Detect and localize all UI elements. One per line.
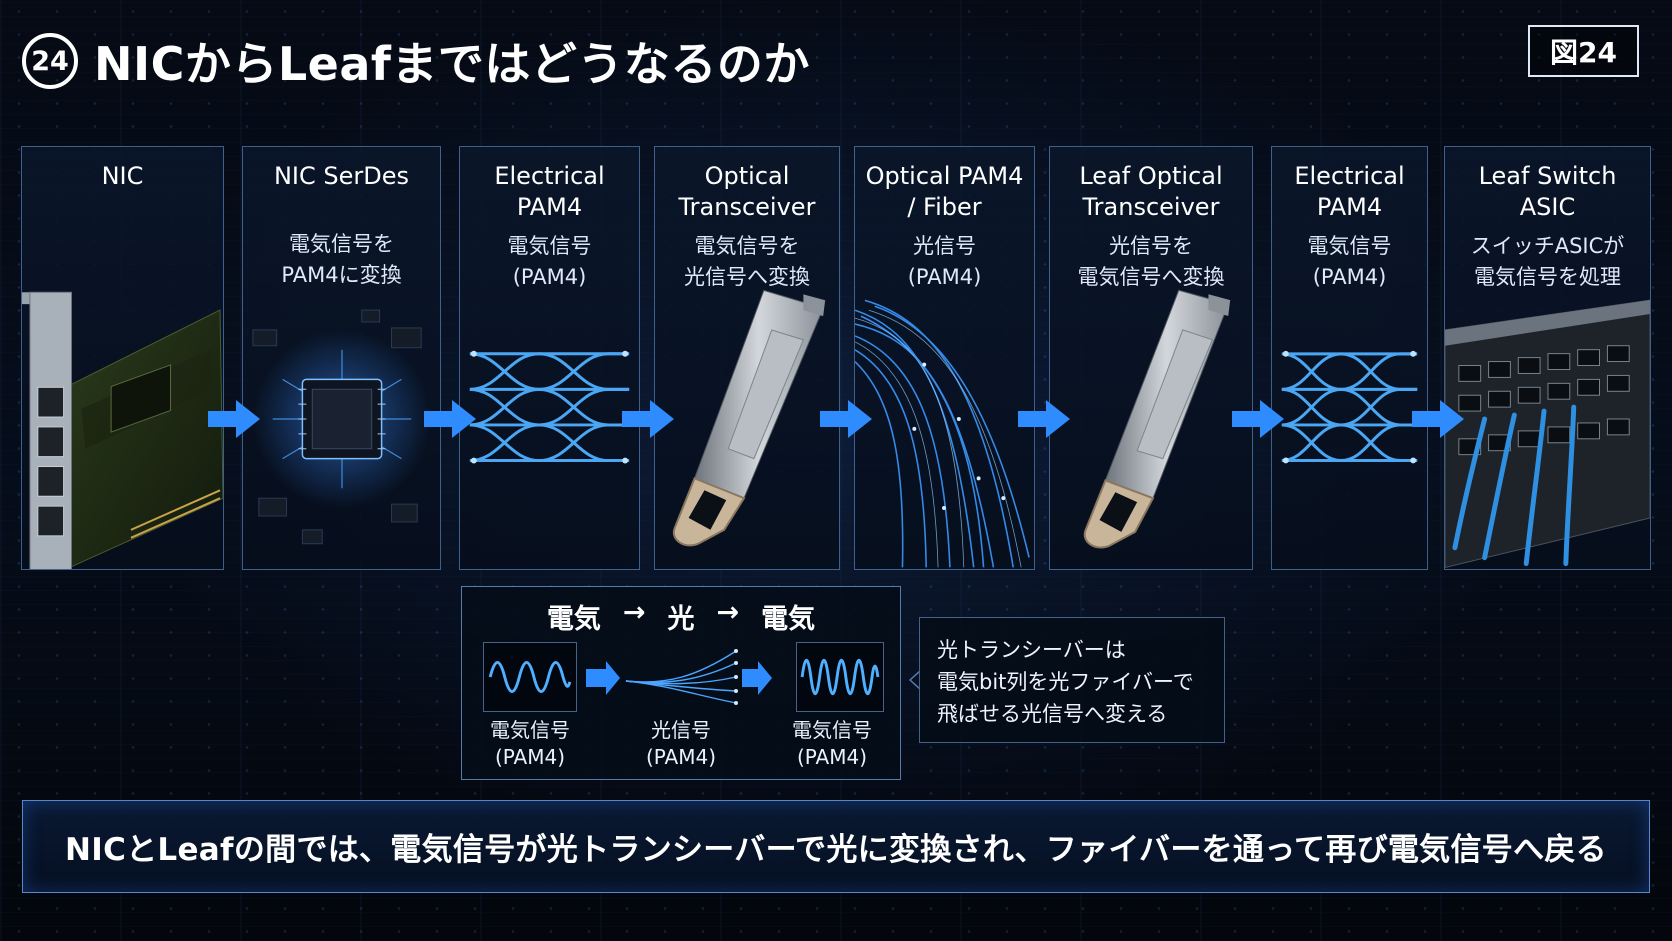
note-line: 電気bit列を光ファイバーで (937, 670, 1194, 694)
stage-title-line: ASIC (1519, 193, 1576, 221)
conversion-label-line: 電気信号 (792, 718, 872, 742)
nic-card-icon (22, 269, 223, 569)
arrow-right-icon (208, 398, 260, 440)
conversion-label-optical: 光信号 (PAM4) (616, 717, 746, 771)
stage-title-line: Transceiver (678, 193, 816, 221)
fiber-bundle-icon (855, 269, 1034, 569)
arrow-right-icon (424, 398, 476, 440)
stage-title: Electrical PAM4 (1272, 161, 1427, 223)
stage-desc: 電気信号を PAM4に変換 (243, 229, 440, 291)
stage-desc-line: PAM4に変換 (281, 263, 402, 287)
stage-title: Optical PAM4 / Fiber (855, 161, 1034, 223)
stage-title: Electrical PAM4 (460, 161, 639, 223)
summary-banner: NICとLeafの間では、電気信号が光トランシーバーで光に変換され、ファイバーを… (22, 800, 1650, 893)
arrow-right-icon (1232, 398, 1284, 440)
stage-desc: 電気信号 (PAM4) (1272, 231, 1427, 293)
page-title: 24 NICからLeafまではどうなるのか (22, 26, 810, 96)
fiber-conversion-icon (586, 641, 776, 715)
stage-title-line: Transceiver (1082, 193, 1220, 221)
title-text: NICからLeafまではどうなるのか (94, 37, 810, 91)
stage-desc-line: 光信号を (1109, 234, 1193, 258)
stage-title-line: Electrical (1294, 162, 1405, 190)
stage-leaf-optical-transceiver: Leaf Optical Transceiver 光信号を 電気信号へ変換 (1049, 146, 1253, 570)
conversion-label-electrical: 電気信号 (PAM4) (465, 717, 595, 771)
switch-ports-icon (1445, 269, 1650, 569)
stage-title: Optical Transceiver (655, 161, 839, 223)
transceiver-icon (655, 269, 839, 569)
arrow-right-icon (622, 398, 674, 440)
stage-desc: 光信号 (PAM4) (855, 231, 1034, 293)
figure-label: 図24 (1528, 25, 1639, 77)
stage-leaf-switch-asic: Leaf Switch ASIC スイッチASICが 電気信号を処理 (1444, 146, 1651, 570)
stage-optical-transceiver: Optical Transceiver 電気信号を 光信号へ変換 (654, 146, 840, 570)
note-line: 光トランシーバーは (937, 638, 1126, 662)
stage-title-line: Optical (704, 162, 790, 190)
note-box: 光トランシーバーは 電気bit列を光ファイバーで 飛ばせる光信号へ変える (919, 617, 1225, 743)
stage-title-line: PAM4 (516, 193, 583, 221)
electrical-wave-icon (796, 642, 884, 712)
conversion-heading-part: 電気 (761, 604, 816, 635)
transceiver-icon (1050, 269, 1252, 569)
conversion-box: 電気 → 光 → 電気 (461, 586, 901, 780)
title-number-badge: 24 (22, 33, 78, 89)
callout-pointer (908, 671, 920, 689)
arrow-right-icon (1412, 398, 1464, 440)
stage-title: Leaf Switch ASIC (1445, 161, 1650, 223)
stage-title-line: NIC SerDes (273, 162, 410, 190)
stage-desc-line: スイッチASICが (1470, 234, 1625, 258)
stage-optical-pam4-fiber: Optical PAM4 / Fiber 光信号 (PAM4) (854, 146, 1035, 570)
stage-desc-line: 電気信号へ変換 (1077, 265, 1225, 289)
stage-nic: NIC (21, 146, 224, 570)
stage-desc-line: 光信号 (913, 234, 976, 258)
stage-nic-serdes: NIC SerDes 電気信号を PAM4に変換 (242, 146, 441, 570)
stage-desc-line: 電気信号を処理 (1474, 265, 1621, 289)
conversion-heading-part: 光 (667, 604, 695, 635)
conversion-label-line: (PAM4) (645, 745, 717, 769)
conversion-heading-arrow: → (716, 597, 740, 628)
stage-desc-line: (PAM4) (907, 265, 982, 289)
stage-desc-line: 電気信号を (289, 232, 394, 256)
conversion-label-line: 電気信号 (490, 718, 570, 742)
conversion-label-line: (PAM4) (494, 745, 566, 769)
stage-title-line: NIC (101, 162, 144, 190)
stage-title-line: Leaf Switch (1478, 162, 1617, 190)
conversion-heading-arrow: → (622, 597, 646, 628)
stage-desc-line: (PAM4) (1312, 265, 1387, 289)
stage-title-line: Leaf Optical (1079, 162, 1223, 190)
stage-title: NIC SerDes (243, 161, 440, 192)
arrow-right-icon (820, 398, 872, 440)
stage-title-line: Optical PAM4 (865, 162, 1024, 190)
electrical-wave-icon (483, 642, 577, 712)
conversion-heading: 電気 → 光 → 電気 (462, 597, 900, 636)
stage-title: Leaf Optical Transceiver (1050, 161, 1252, 223)
stage-desc: スイッチASICが 電気信号を処理 (1445, 231, 1650, 293)
stage-title-line: / Fiber (907, 193, 982, 221)
pam4-eye-icon (1272, 269, 1427, 569)
stage-desc: 光信号を 電気信号へ変換 (1050, 231, 1252, 293)
conversion-label-electrical: 電気信号 (PAM4) (767, 717, 897, 771)
stage-desc-line: 電気信号を (694, 234, 800, 258)
stage-desc-line: 電気信号 (1307, 234, 1392, 258)
stage-desc: 電気信号を 光信号へ変換 (655, 231, 839, 293)
conversion-label-line: 光信号 (651, 718, 711, 742)
stage-electrical-pam4-2: Electrical PAM4 電気信号 (PAM4) (1271, 146, 1428, 570)
stage-desc-line: (PAM4) (512, 265, 587, 289)
arrow-right-icon (1018, 398, 1070, 440)
stage-title-line: PAM4 (1316, 193, 1383, 221)
conversion-heading-part: 電気 (546, 604, 601, 635)
stage-desc: 電気信号 (PAM4) (460, 231, 639, 293)
stage-desc-line: 光信号へ変換 (684, 265, 810, 289)
conversion-label-line: (PAM4) (796, 745, 868, 769)
note-line: 飛ばせる光信号へ変える (937, 702, 1168, 726)
serdes-chip-icon (243, 269, 440, 569)
stage-title: NIC (22, 161, 223, 192)
stage-electrical-pam4-1: Electrical PAM4 電気信号 (PAM4) (459, 146, 640, 570)
stage-desc-line: 電気信号 (507, 234, 592, 258)
pam4-eye-icon (460, 269, 639, 569)
stage-title-line: Electrical (494, 162, 605, 190)
